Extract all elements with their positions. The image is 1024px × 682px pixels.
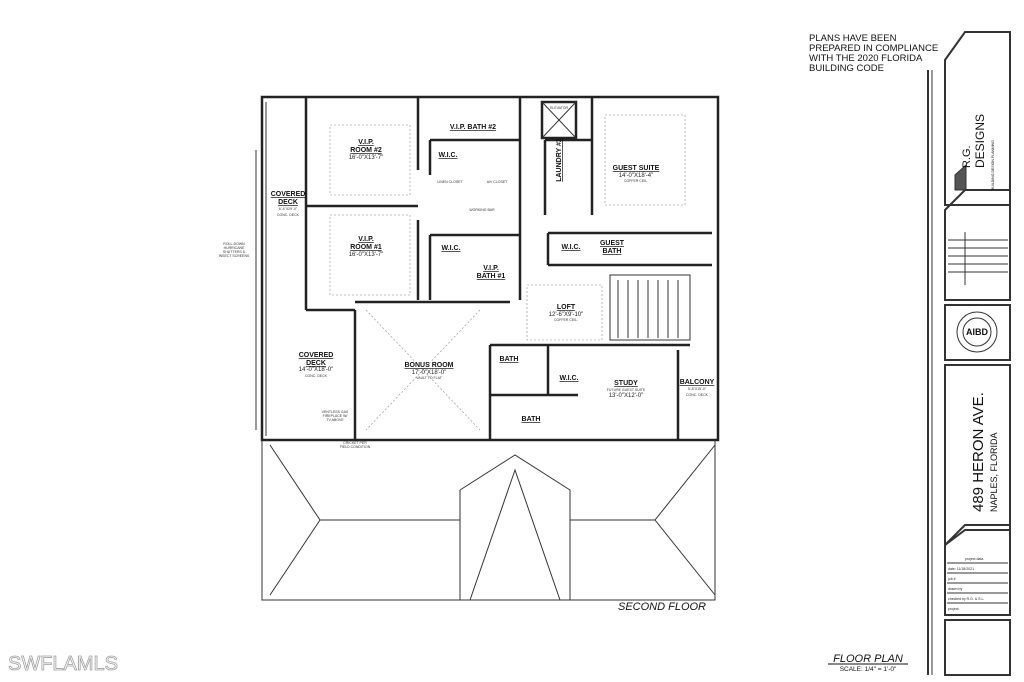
sheet-title: FLOOR PLAN xyxy=(833,653,903,665)
room-label: W.I.C. xyxy=(561,244,580,251)
title-block xyxy=(927,31,1011,676)
project-data-title: project data xyxy=(965,557,983,561)
walls xyxy=(255,95,720,442)
note-line: INSECT SCREENS xyxy=(219,254,250,258)
room-note: FUTURE GUEST SUITE xyxy=(607,388,646,392)
room-label: STUDY xyxy=(614,380,638,387)
project-drawn-by: drawn by xyxy=(948,587,962,591)
room-dims: 14'-0"X18'-0" xyxy=(299,367,334,373)
room-note: VAULT TO FLAT xyxy=(416,376,443,380)
project-address: 489 HERON AVE. xyxy=(970,392,987,512)
note-line: SHUTTERS & xyxy=(223,250,246,254)
room-dims: 6'-4"X29'-0" xyxy=(279,207,298,211)
project-data: project data date: 11/18/2021 job # draw… xyxy=(947,557,984,611)
room-note: CONC. DECK xyxy=(277,213,300,217)
room-label: LOFT xyxy=(557,304,576,311)
room-dims: 5'-8"X15'-0" xyxy=(688,387,707,391)
watermark: SWFLAMLS xyxy=(8,653,118,675)
project-city: NAPLES, FLORIDA xyxy=(989,432,999,512)
room-label: DECK xyxy=(278,199,298,206)
note-line: HURRICANE xyxy=(224,246,245,250)
project-job: job # xyxy=(947,577,956,581)
note-line: VENTLESS GAS xyxy=(322,410,349,414)
room-label: GUEST SUITE xyxy=(613,165,660,172)
room-label: GUEST xyxy=(600,240,625,247)
room-label: V.I.P. xyxy=(483,265,499,272)
aibd-seal: AIBD xyxy=(966,327,988,337)
room-label: A/V CLOSET xyxy=(487,180,508,184)
room-label: W.I.C. xyxy=(438,152,457,159)
room-dims: 14'-0"X18'-4" xyxy=(619,173,654,179)
room-label: ROOM #2 xyxy=(350,147,382,154)
note-line: FIELD CONDITION xyxy=(340,445,371,449)
compliance-line: PREPARED IN COMPLIANCE xyxy=(809,43,938,54)
room-note: CONC. DECK xyxy=(305,374,328,378)
project-checked-by: checked by R.G. & S.L. xyxy=(948,597,984,601)
firm-logo: R.G. DESIGNS BUILDING DESIGN PLANNING xyxy=(961,114,995,190)
room-label: LAUNDRY #2 xyxy=(556,138,563,182)
room-label: LINEN CLOSET xyxy=(437,180,463,184)
room-label: COVERED xyxy=(271,191,306,198)
room-label: BONUS ROOM xyxy=(405,362,454,369)
compliance-note: PLANS HAVE BEEN PREPARED IN COMPLIANCE W… xyxy=(809,33,938,74)
room-label: V.I.P. BATH #2 xyxy=(450,124,496,131)
room-note: COFFER CEIL. xyxy=(624,179,648,183)
room-label: BATH #1 xyxy=(477,273,506,280)
room-dims: 17'-0"X18'-0" xyxy=(412,370,447,376)
floor-label: SECOND FLOOR xyxy=(618,601,706,613)
room-label: W.I.C. xyxy=(441,245,460,252)
room-label: ROOM #1 xyxy=(350,244,382,251)
room-labels: V.I.P. ROOM #2 16'-0"X13'-7" V.I.P. BATH… xyxy=(219,106,715,449)
room-label: BATH xyxy=(603,248,622,255)
room-label: BALCONY xyxy=(680,379,715,386)
firm-subtitle: BUILDING DESIGN PLANNING xyxy=(991,140,995,190)
room-dims: 13'-0"X12'-0" xyxy=(609,393,644,399)
room-label: COVERED xyxy=(299,352,334,359)
room-label: V.I.P. xyxy=(358,139,374,146)
sheet-scale: SCALE: 1/4" = 1'-0" xyxy=(840,666,897,673)
room-label: BATH xyxy=(500,356,519,363)
room-label: W.I.C. xyxy=(559,375,578,382)
firm-name: R.G. xyxy=(961,145,973,168)
roof-plan xyxy=(261,440,716,601)
project-field: project: xyxy=(948,607,960,611)
room-note: CONC. DECK xyxy=(686,393,709,397)
firm-name: DESIGNS xyxy=(973,114,987,168)
compliance-line: BUILDING CODE xyxy=(809,63,884,74)
room-dims: 12'-6"X9'-10" xyxy=(549,312,584,318)
compliance-line: WITH THE 2020 FLORIDA xyxy=(809,53,923,64)
compliance-line: PLANS HAVE BEEN xyxy=(809,33,897,44)
room-label: BATH xyxy=(522,416,541,423)
room-dims: 16'-0"X13'-7" xyxy=(349,155,384,161)
note-line: FIREPLACE W/ xyxy=(323,414,348,418)
project-date: date: 11/18/2021 xyxy=(948,567,974,571)
room-label: V.I.P. xyxy=(358,236,374,243)
room-label: ELEVATOR xyxy=(550,106,569,110)
note-line: ROLL-DOWN xyxy=(223,242,245,246)
room-dims: 16'-0"X13'-7" xyxy=(349,252,384,258)
note-line: TV ABOVE xyxy=(326,418,344,422)
room-label: DECK xyxy=(306,360,326,367)
room-note: COFFER CEIL. xyxy=(554,318,578,322)
note-line: CRICKET PER xyxy=(343,441,367,445)
room-label: WORKING BAR xyxy=(469,208,495,212)
